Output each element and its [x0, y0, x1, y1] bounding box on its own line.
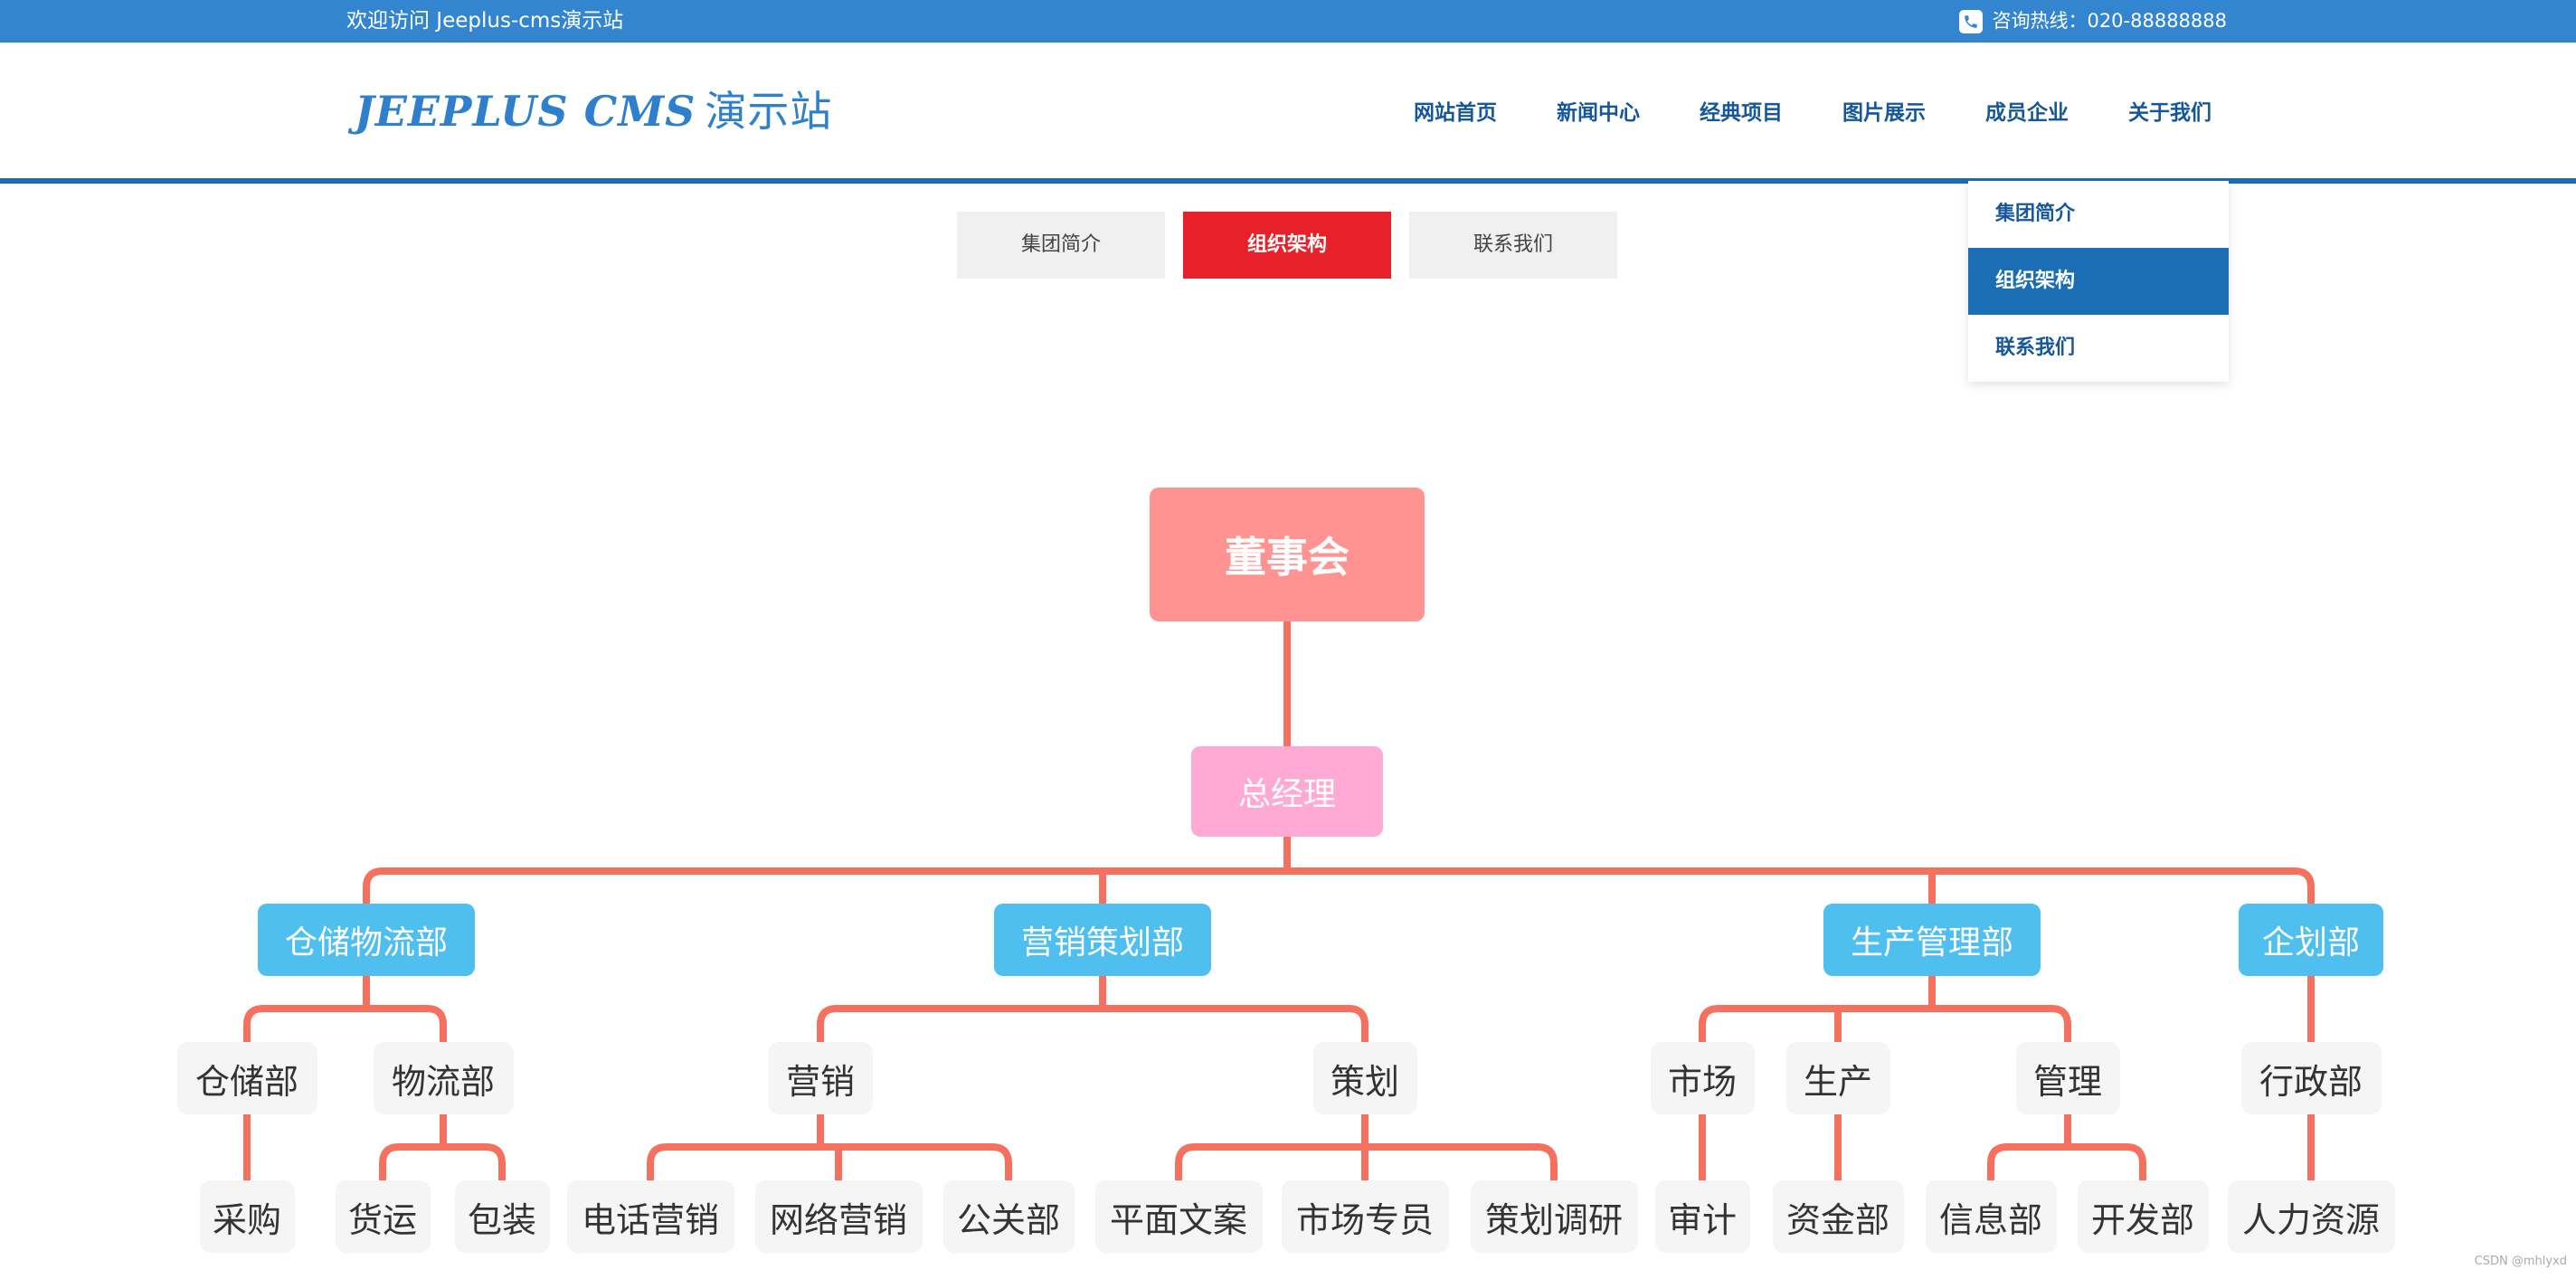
org-node-leaf: 审计 [1654, 1180, 1750, 1253]
org-node-unit: 管理 [2015, 1042, 2120, 1114]
org-node-leaf: 货运 [335, 1180, 431, 1253]
main-nav: 网站首页 新闻中心 经典项目 图片展示 成员企业 关于我们 [1384, 43, 2241, 178]
org-node-leaf: 平面文案 [1094, 1180, 1263, 1253]
org-node-leaf: 资金部 [1772, 1180, 1904, 1253]
nav-item-about[interactable]: 关于我们 [2128, 101, 2211, 125]
org-node-leaf: 网络营销 [754, 1180, 923, 1253]
org-node-leaf: 市场专员 [1281, 1180, 1449, 1253]
org-node-dept: 营销策划部 [994, 904, 1211, 976]
nav-item-projects[interactable]: 经典项目 [1700, 101, 1783, 125]
phone-icon [1959, 9, 1984, 33]
logo-cn: 演示站 [705, 87, 833, 136]
org-node-board: 董事会 [1150, 488, 1425, 621]
org-node-unit: 生产 [1785, 1042, 1890, 1114]
dept-2-bar [1699, 1005, 2071, 1044]
unit-2-2-bar [1987, 1143, 2146, 1182]
about-dropdown: 集团简介 组织架构 联系我们 [1968, 181, 2229, 382]
org-node-leaf: 开发部 [2077, 1180, 2209, 1253]
unit-0-1-bar [379, 1143, 506, 1182]
dropdown-item-org[interactable]: 组织架构 [1968, 248, 2229, 315]
nav-item-news[interactable]: 新闻中心 [1557, 101, 1640, 125]
unit-1-0-bar [647, 1143, 1012, 1182]
org-node-leaf: 策划调研 [1470, 1180, 1638, 1253]
dropdown-item-intro[interactable]: 集团简介 [1995, 203, 2076, 225]
org-node-leaf: 人力资源 [2227, 1180, 2395, 1253]
org-node-leaf: 采购 [199, 1180, 295, 1253]
org-node-dept: 生产管理部 [1823, 904, 2041, 976]
org-node-dept: 企划部 [2239, 904, 2383, 976]
org-node-leaf: 电话营销 [566, 1180, 734, 1253]
org-node-unit: 行政部 [2240, 1042, 2382, 1114]
dropdown-item-contact[interactable]: 联系我们 [1995, 336, 2076, 359]
org-node-gm: 总经理 [1191, 746, 1383, 837]
hotline: 咨询热线：020-88888888 [1959, 0, 2227, 43]
tab-intro[interactable]: 集团简介 [957, 212, 1165, 279]
tab-contact[interactable]: 联系我们 [1409, 212, 1617, 279]
org-node-leaf: 包装 [454, 1180, 550, 1253]
hotline-label: 咨询热线： [1992, 10, 2088, 32]
logo-en: JEEPLUS CMS [355, 87, 696, 136]
org-node-unit: 策划 [1312, 1042, 1417, 1114]
hotline-number: 020-88888888 [2087, 10, 2227, 32]
org-node-unit: 物流部 [373, 1042, 514, 1114]
tab-org[interactable]: 组织架构 [1183, 212, 1391, 279]
unit-1-1-bar [1175, 1143, 1558, 1182]
credit-text: CSDN @mhlyxd [2474, 1255, 2567, 1268]
org-node-unit: 仓储部 [176, 1042, 317, 1114]
org-node-unit: 营销 [768, 1042, 873, 1114]
top-bar: 欢迎访问 Jeeplus-cms演示站 咨询热线：020-88888888 [0, 0, 2576, 43]
nav-item-home[interactable]: 网站首页 [1414, 101, 1497, 125]
org-node-unit: 市场 [1650, 1042, 1755, 1114]
dept-1-bar [817, 1005, 1368, 1044]
org-node-leaf: 公关部 [942, 1180, 1075, 1253]
sub-tabs: 集团简介 组织架构 联系我们 [957, 212, 1617, 279]
org-node-dept: 仓储物流部 [258, 904, 475, 976]
nav-item-gallery[interactable]: 图片展示 [1842, 101, 1926, 125]
welcome-text: 欢迎访问 Jeeplus-cms演示站 [346, 9, 624, 33]
nav-item-members[interactable]: 成员企业 [1985, 101, 2069, 125]
dept-0-bar [243, 1005, 447, 1044]
org-node-leaf: 信息部 [1925, 1180, 2057, 1253]
gm-dept-bar [363, 867, 2315, 905]
